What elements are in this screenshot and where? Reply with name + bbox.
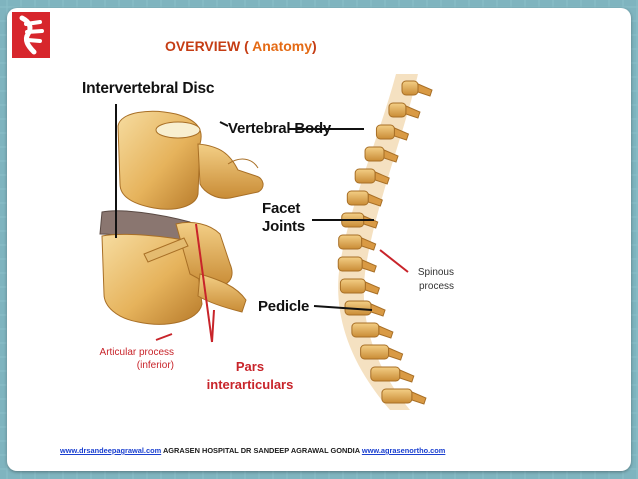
spine-vertebra [352,323,379,337]
footer-text: AGRASEN HOSPITAL DR SANDEEP AGRAWAL GOND… [161,446,362,455]
spinous-process-shape [412,392,426,404]
hospital-logo [12,12,50,58]
label-spinous-line1: Spinous [402,266,454,280]
label-pedicle: Pedicle [258,298,309,315]
label-articular-process: Articular process (inferior) [84,346,174,372]
spinous-process-shape [389,348,403,360]
footer-link-agrasen[interactable]: www.agrasenortho.com [362,446,446,455]
footer: www.drsandeepagrawal.com AGRASEN HOSPITA… [60,446,445,455]
label-pars-interarticularis: Pars interarticulars [190,358,310,394]
spinous-process-shape [371,304,385,316]
title-prefix: OVERVIEW ( [165,38,252,54]
label-facet-joints: Facet Joints [262,200,305,236]
spine-vertebra [365,147,384,161]
spine-vertebra [361,345,389,359]
title-highlight: Anatomy [252,38,312,54]
spine-vertebra [376,125,394,139]
spinous-process-shape [379,326,393,338]
spine-vertebra [338,257,362,271]
label-vertebral-body: Vertebral Body [228,120,331,137]
spinous-process-shape [365,282,379,294]
label-pars-line1: Pars [190,358,310,376]
spinous-process-shape [400,370,414,382]
spine-vertebra [402,81,418,95]
title-suffix: ) [312,38,317,54]
label-intervertebral-disc: Intervertebral Disc [82,80,214,98]
spine-vertebra [389,103,406,117]
slide-title: OVERVIEW ( Anatomy) [165,38,375,54]
label-facet-line2: Joints [262,218,305,236]
label-facet-line1: Facet [262,200,305,218]
spine-vertebra [347,191,368,205]
label-pars-line2: interarticulars [190,376,310,394]
spinous-process-shape [418,84,432,96]
spine-vertebra [339,235,362,249]
spine-vertebra [340,279,365,293]
footer-link-website[interactable]: www.drsandeepagrawal.com [60,446,161,455]
label-spinous-process: Spinous process [402,266,454,294]
spine-vertebra [355,169,375,183]
spine-vertebra [382,389,412,403]
spine-anatomy-figure: Intervertebral Disc Vertebral Body Facet… [80,74,457,410]
label-articular-line2: (inferior) [84,359,174,372]
spinous-process-shape [406,106,420,118]
spine-vertebra [371,367,400,381]
label-spinous-line2: process [402,280,454,294]
label-articular-line1: Articular process [84,346,174,359]
